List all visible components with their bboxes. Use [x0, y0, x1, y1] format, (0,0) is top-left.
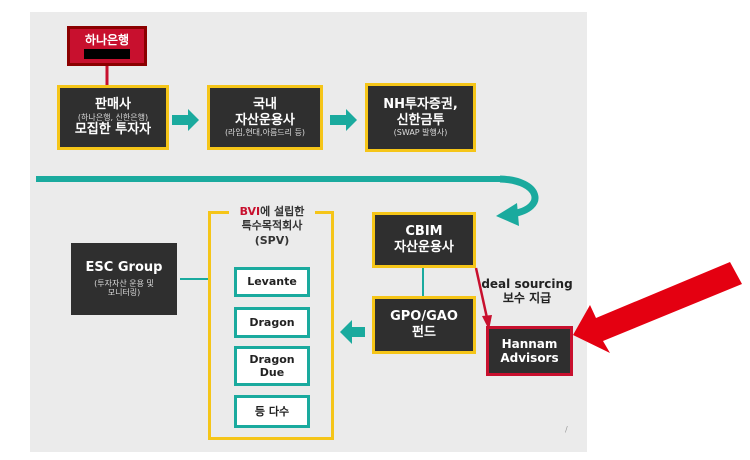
esc-subtitle: (투자자산 운용 및 [94, 278, 154, 288]
nh-title: NH투자증권, [383, 97, 458, 113]
spv-heading: BVI에 설립한 특수목적회사 (SPV) [229, 205, 315, 248]
fund-box-levante: Levante [234, 267, 310, 297]
seller-subtitle: (하나은행, 신한은행) [77, 112, 149, 122]
seller-title: 판매사 [95, 97, 131, 113]
corner-mark: / [565, 425, 568, 434]
curved-arrow [499, 175, 539, 218]
hana-bank-title: 하나은행 [84, 32, 130, 47]
spv-title-rest: 에 설립한 [260, 205, 305, 218]
seller-box: 판매사 (하나은행, 신한은행) 모집한 투자자 [57, 85, 169, 150]
deal-sourcing-line-2: 보수 지급 [502, 291, 552, 306]
hana-bank-box: 하나은행 [67, 26, 147, 66]
gpo-title-2: 펀드 [412, 325, 436, 340]
deal-sourcing-arrow-line [474, 267, 489, 319]
hannam-title: Hannam [501, 336, 558, 351]
deal-sourcing-label: deal sourcing 보수 지급 [477, 277, 577, 306]
redacted-bar [84, 49, 130, 60]
domestic-am-title: 국내 [253, 97, 277, 113]
hannam-advisors-box: Hannam Advisors [486, 326, 573, 376]
fund-levante-label: Levante [247, 275, 297, 289]
cbim-title: CBIM [405, 224, 443, 240]
fund-others-label: 등 다수 [254, 404, 290, 418]
esc-group-box: ESC Group (투자자산 운용 및 모니터링) [68, 240, 180, 318]
gpo-title: GPO/GAO [390, 309, 458, 325]
fund-dragon-due-label-2: Due [259, 366, 285, 379]
fund-box-dragon: Dragon [234, 307, 310, 338]
cbim-box: CBIM 자산운용사 [372, 212, 476, 268]
esc-title: ESC Group [85, 260, 163, 276]
hannam-title-2: Advisors [500, 351, 559, 365]
esc-subtitle-2: 모니터링) [107, 288, 141, 298]
cbim-title-2: 자산운용사 [394, 240, 454, 255]
arrow-seller-to-domestic [172, 109, 199, 131]
curved-arrow-head [496, 203, 519, 226]
deal-sourcing-line-1: deal sourcing [481, 277, 573, 291]
fund-box-others: 등 다수 [234, 395, 310, 428]
gpo-box: GPO/GAO 펀드 [372, 296, 476, 354]
arrow-gpo-to-spv [340, 320, 365, 344]
fund-dragon-due-label: Dragon [249, 352, 295, 366]
nh-subtitle: (SWAP 발행사) [393, 128, 448, 138]
domestic-am-box: 국내 자산운용사 (라임,현대,아름드리 등) [207, 85, 323, 150]
fund-box-dragon-due: Dragon Due [234, 346, 310, 386]
seller-title-2: 모집한 투자자 [74, 122, 152, 138]
spv-title-2: 특수목적회사 [241, 219, 303, 233]
spv-bvi-label: BVI [239, 205, 261, 218]
arrow-domestic-to-nh [330, 109, 357, 131]
teal-divider-band [36, 176, 504, 182]
nh-box: NH투자증권, 신한금투 (SWAP 발행사) [365, 83, 476, 152]
fund-dragon-label: Dragon [249, 315, 295, 329]
big-red-pointer-arrow [573, 262, 742, 353]
spv-title-3: (SPV) [254, 233, 290, 247]
nh-title-2: 신한금투 [396, 112, 445, 128]
domestic-am-title-2: 자산운용사 [235, 112, 295, 128]
domestic-am-subtitle: (라임,현대,아름드리 등) [224, 128, 306, 138]
